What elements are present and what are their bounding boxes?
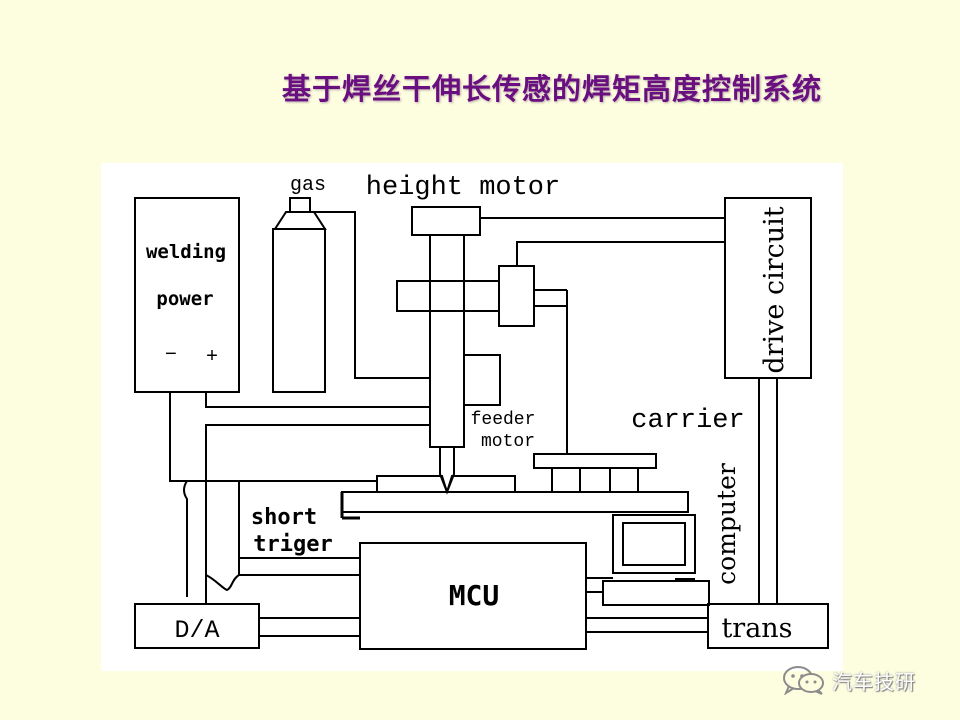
horizontal-arm [396,280,500,312]
da-box [134,603,260,649]
workpiece-right [445,475,516,493]
slide-title: 基于焊丝干伸长传感的焊矩高度控制系统 [281,72,822,106]
minus-label: − [165,344,177,367]
wechat-icon [783,666,824,695]
carrier-platform [533,453,657,469]
height-motor-box [411,206,481,236]
arm-clamp [498,265,535,327]
watermark-text: 汽车技研 [832,669,916,694]
trans-box [707,603,829,649]
motor-label: motor [481,432,535,452]
carrier-label: carrier [631,406,744,436]
trans-label: trans [721,613,792,644]
drive-circuit-box [724,197,812,379]
workpiece-left [376,475,449,493]
work-table [341,491,689,513]
feeder-motor-box [463,354,501,406]
plus-label: + [206,346,218,369]
computer-icon [602,514,710,606]
welding-power-box [134,197,240,393]
drive-circuit-label: drive circuit [759,206,790,373]
mcu-label: MCU [449,579,500,612]
gas-label: gas [290,174,326,197]
feeder-label: feeder [471,410,536,430]
vertical-column [429,234,465,448]
triger-label: triger [253,532,332,557]
gas-cylinder [272,197,327,393]
system-diagram: welding power − + gas height motor drive… [101,163,843,671]
torch-tip [439,447,455,495]
computer-label: computer [712,463,741,585]
short-label: short [251,505,317,530]
welding-label: welding [146,241,226,263]
da-label: D/A [174,616,219,645]
mcu-box [359,542,587,650]
height-motor-label: height motor [366,173,560,203]
power-label: power [156,288,213,310]
watermark: 汽车技研 [782,665,916,695]
